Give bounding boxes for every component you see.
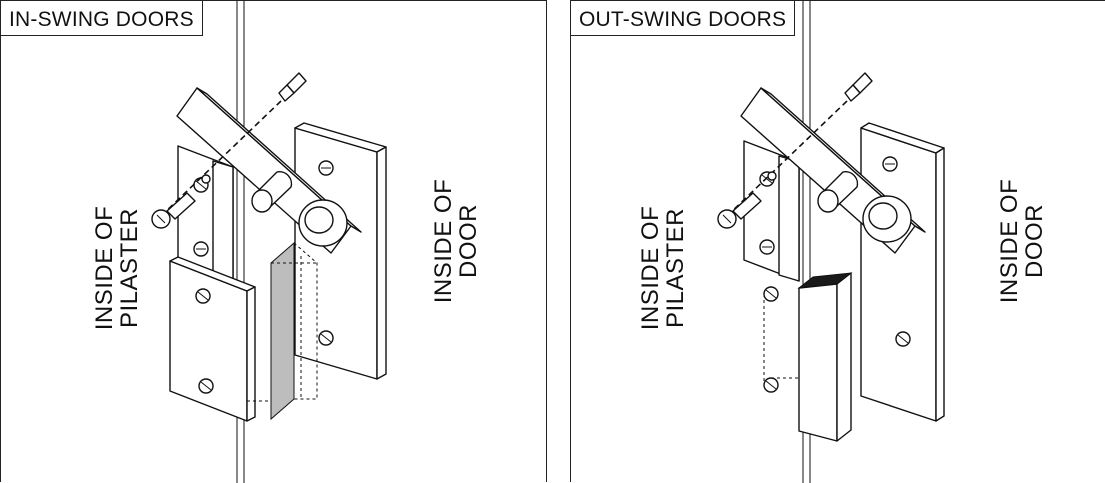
in-swing-door-label: INSIDE OF DOOR [430,171,482,311]
out-swing-door-line2: DOOR [1021,204,1048,278]
in-swing-pilaster-label: INSIDE OF PILASTER [91,188,143,348]
out-swing-door-label: INSIDE OF DOOR [996,171,1048,311]
in-swing-door-line2: DOOR [455,204,482,278]
in-swing-title: IN-SWING DOORS [1,1,203,36]
in-swing-door-line1: INSIDE OF [430,178,457,304]
out-swing-title: OUT-SWING DOORS [571,1,796,36]
out-swing-pilaster-line1: INSIDE OF [637,205,664,331]
out-swing-panel: OUT-SWING DOORS INSIDE OF PILASTER INSID… [570,0,1105,483]
out-swing-hinge-illustration [717,1,945,483]
in-swing-pilaster-line1: INSIDE OF [91,205,118,331]
out-swing-pilaster-line2: PILASTER [662,207,689,329]
in-swing-hinge-illustration [151,1,387,483]
in-swing-panel: IN-SWING DOORS INSIDE OF PILASTER INSIDE… [0,0,547,483]
out-swing-door-line1: INSIDE OF [996,178,1023,304]
in-swing-pilaster-line2: PILASTER [116,207,143,329]
out-swing-pilaster-label: INSIDE OF PILASTER [637,188,689,348]
